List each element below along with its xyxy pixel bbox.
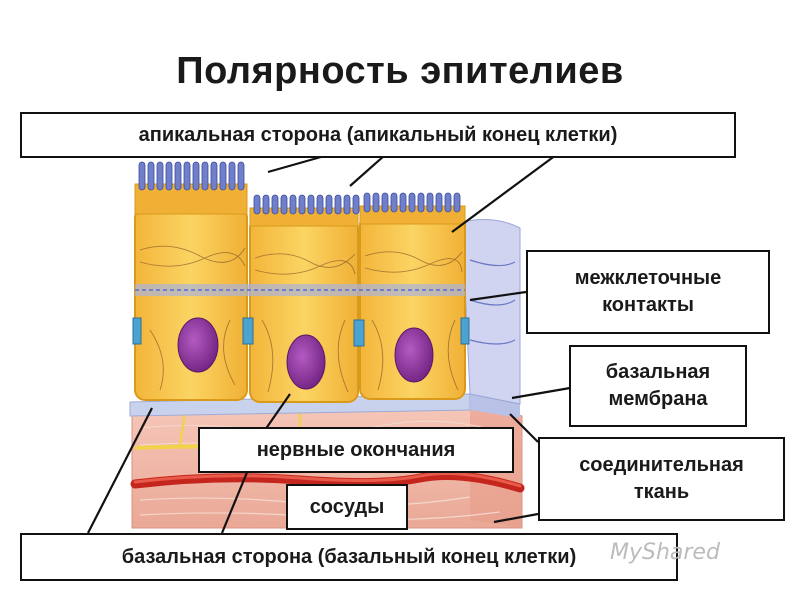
label-connective-tissue-text: соединительная ткань [550, 452, 773, 506]
microvillus [373, 193, 379, 212]
side-cell [462, 220, 520, 404]
label-vessels: сосуды [286, 484, 408, 530]
microvillus [184, 162, 190, 190]
microvillus [281, 195, 287, 214]
microvillus [445, 193, 451, 212]
nucleus-3 [395, 328, 433, 382]
microvillus [454, 193, 460, 212]
microvillus [418, 193, 424, 212]
label-intercellular-contacts-text: межклеточные контакты [542, 265, 754, 319]
microvillus [166, 162, 172, 190]
label-basal-side-text: базальная сторона (базальный конец клетк… [122, 544, 577, 571]
label-vessels-text: сосуды [310, 494, 385, 521]
microvillus [335, 195, 341, 214]
microvillus [202, 162, 208, 190]
microvillus [175, 162, 181, 190]
microvillus [344, 195, 350, 214]
microvillus [391, 193, 397, 212]
microvillus [326, 195, 332, 214]
nucleus-2 [287, 335, 325, 389]
microvillus [139, 162, 145, 190]
label-apical-side-text: апикальная сторона (апикальный конец кле… [139, 122, 618, 149]
microvillus [299, 195, 305, 214]
label-intercellular-contacts: межклеточные контакты [526, 250, 770, 334]
label-nerve-endings-text: нервные окончания [257, 437, 456, 464]
microvillus [308, 195, 314, 214]
microvillus [238, 162, 244, 190]
watermark-text: MyShared [610, 540, 720, 565]
label-basal-side: базальная сторона (базальный конец клетк… [20, 533, 678, 581]
nucleus-1 [178, 318, 218, 372]
microvillus [427, 193, 433, 212]
microvillus [290, 195, 296, 214]
label-basal-membrane-text: базальная мембрана [589, 359, 727, 413]
microvillus [229, 162, 235, 190]
microvillus [193, 162, 199, 190]
microvillus [220, 162, 226, 190]
microvillus [272, 195, 278, 214]
label-connective-tissue: соединительная ткань [538, 437, 785, 521]
microvillus [263, 195, 269, 214]
label-basal-membrane: базальная мембрана [569, 345, 747, 427]
microvillus [317, 195, 323, 214]
microvillus [211, 162, 217, 190]
microvillus [382, 193, 388, 212]
microvillus [400, 193, 406, 212]
microvillus [157, 162, 163, 190]
microvillus [148, 162, 154, 190]
microvillus [364, 193, 370, 212]
microvillus [353, 195, 359, 214]
microvillus [436, 193, 442, 212]
label-apical-side: апикальная сторона (апикальный конец кле… [20, 112, 736, 158]
label-nerve-endings: нервные окончания [198, 427, 514, 473]
microvillus [409, 193, 415, 212]
microvillus [254, 195, 260, 214]
